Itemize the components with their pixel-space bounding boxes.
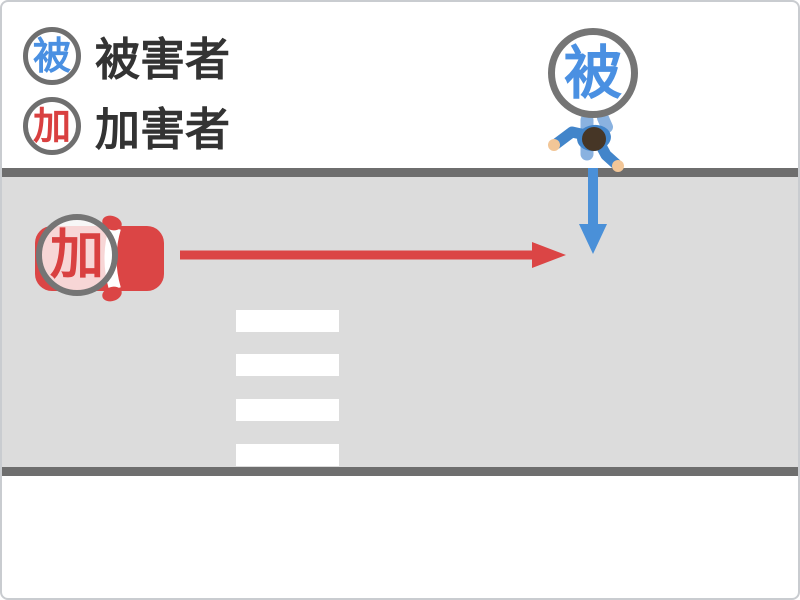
crosswalk-stripe [236, 354, 339, 376]
car-perpetrator-badge: 加 [36, 214, 118, 296]
crosswalk-stripe [236, 310, 339, 332]
perpetrator-label: 加害者 [95, 103, 231, 156]
crosswalk-stripe [236, 444, 339, 466]
legend-row-victim: 被 被害者 [23, 23, 230, 88]
car-direction-arrow-icon [180, 242, 566, 268]
victim-label: 被害者 [95, 33, 231, 86]
crosswalk-stripe [236, 399, 339, 421]
victim-badge-icon: 被 [23, 26, 81, 85]
perpetrator-badge-icon: 加 [23, 96, 81, 155]
pedestrian-direction-arrow-icon [579, 168, 607, 254]
pedestrian-icon [548, 112, 624, 172]
crosswalk-stripe [236, 2, 339, 24]
legend-row-perpetrator: 加 加害者 [23, 93, 230, 158]
road [2, 168, 798, 476]
pedestrian-victim-badge: 被 [548, 28, 638, 118]
